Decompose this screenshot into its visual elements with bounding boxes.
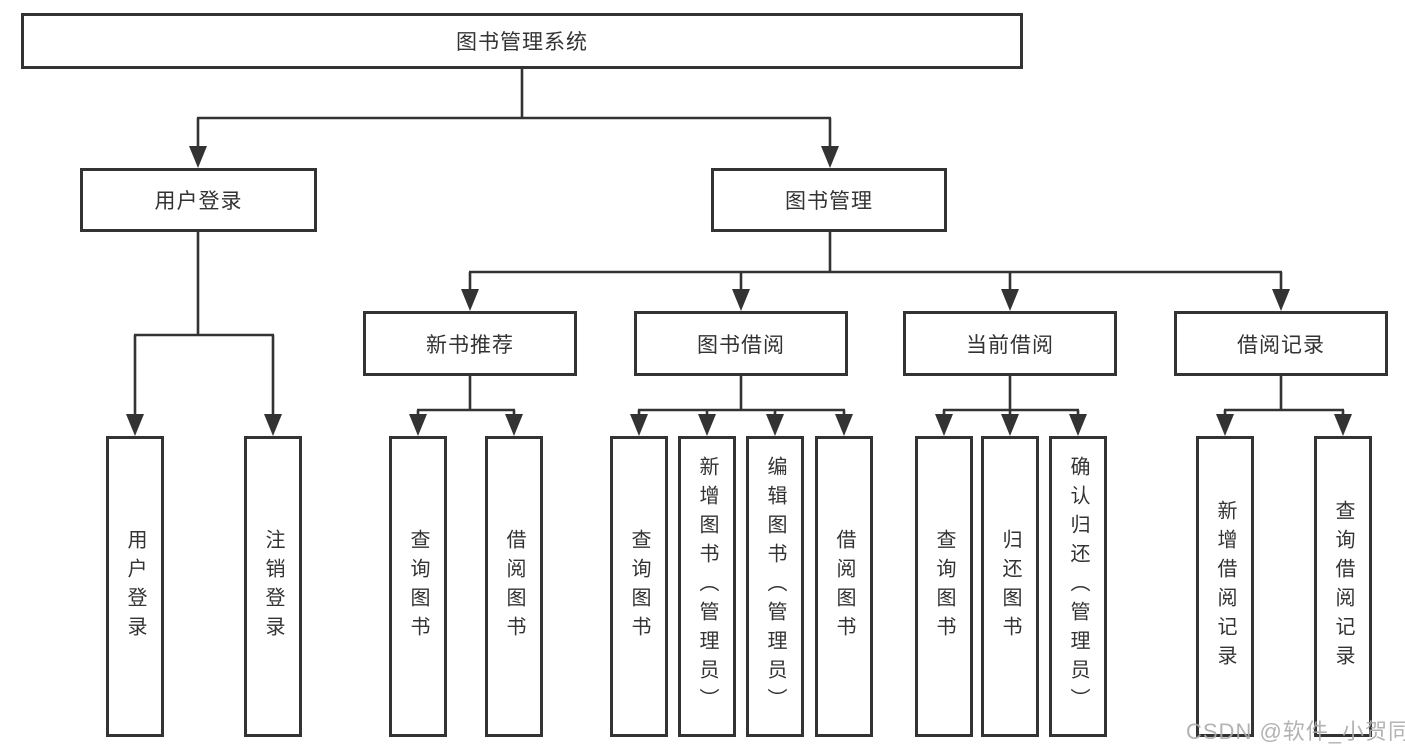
- leaf-borrow-books-recommend: 借阅图书: [485, 436, 543, 737]
- node-book-management: 图书管理: [711, 168, 947, 232]
- leaf-query-borrow-record: 查询借阅记录: [1314, 436, 1372, 737]
- leaf-logout: 注销登录: [244, 436, 302, 737]
- node-borrow-records: 借阅记录: [1174, 311, 1388, 376]
- node-root: 图书管理系统: [21, 13, 1023, 69]
- leaf-add-borrow-record: 新增借阅记录: [1196, 436, 1254, 737]
- leaf-edit-book-admin: 编辑图书（管理员）: [746, 436, 804, 737]
- node-user-login: 用户登录: [80, 168, 317, 232]
- leaf-user-login: 用户登录: [106, 436, 164, 737]
- leaf-confirm-return-admin: 确认归还（管理员）: [1049, 436, 1107, 737]
- leaf-query-books-borrow: 查询图书: [610, 436, 668, 737]
- csdn-watermark: CSDN @软件_小贺同学: [1186, 719, 1405, 744]
- leaf-query-books-current: 查询图书: [915, 436, 973, 737]
- leaf-return-book: 归还图书: [981, 436, 1039, 737]
- node-book-borrow: 图书借阅: [634, 311, 848, 376]
- node-current-borrow: 当前借阅: [903, 311, 1117, 376]
- leaf-add-book-admin: 新增图书（管理员）: [678, 436, 736, 737]
- node-new-book-recommend: 新书推荐: [363, 311, 577, 376]
- leaf-borrow-books: 借阅图书: [815, 436, 873, 737]
- leaf-query-books-recommend: 查询图书: [389, 436, 447, 737]
